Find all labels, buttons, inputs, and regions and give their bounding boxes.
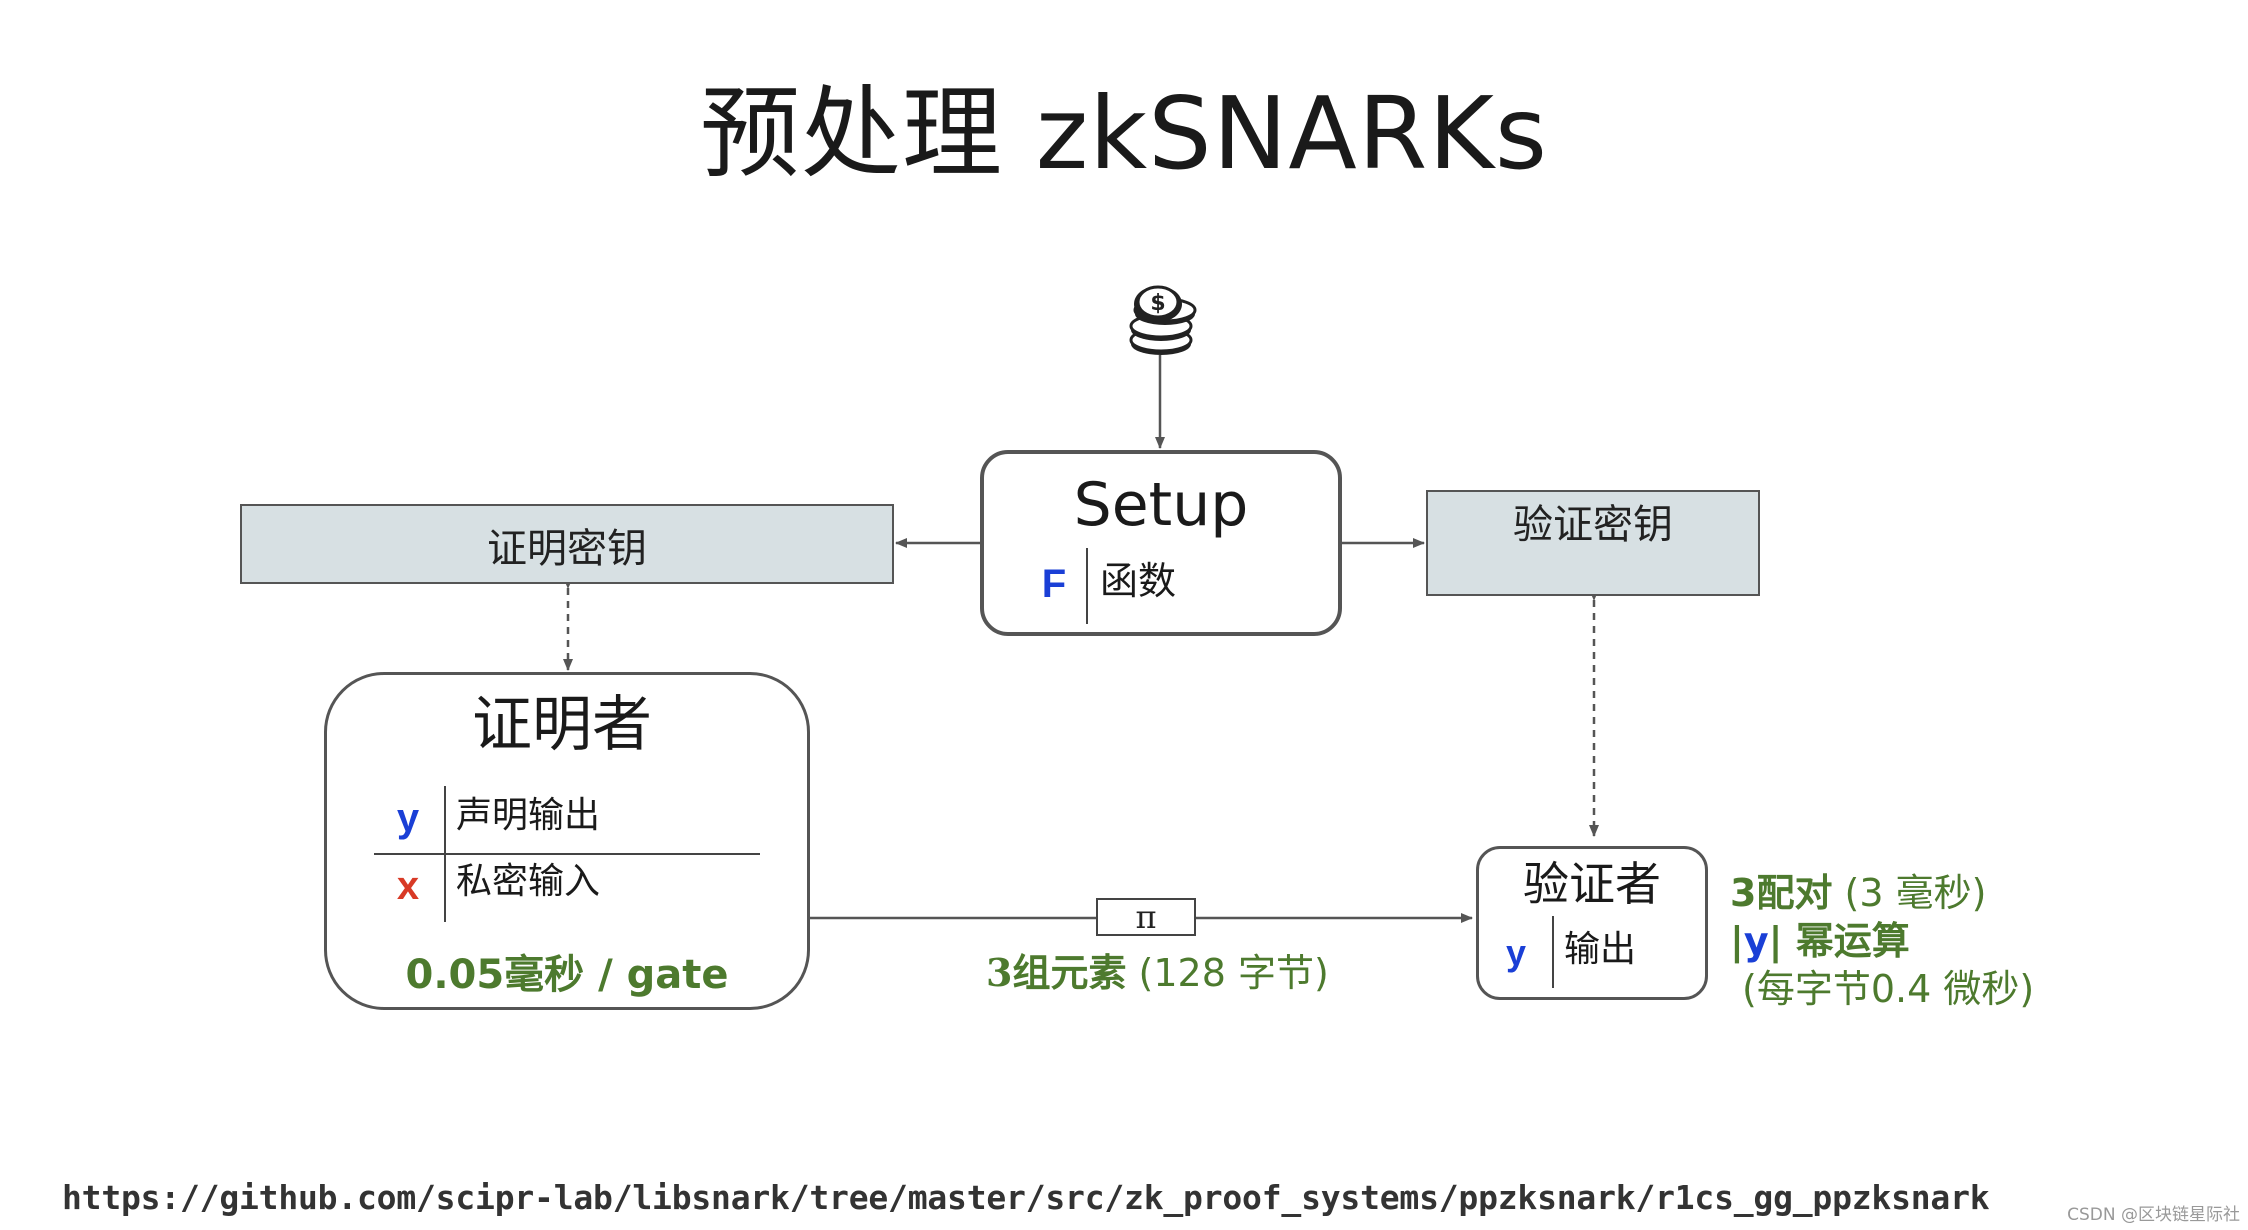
setup-separator [1086,548,1088,624]
setup-variable-label: 函数 [1100,559,1177,603]
prover-output-label: 声明输出 [456,795,601,836]
proof-symbol-box: π [1096,898,1196,936]
verifier-cost-var: y [1743,919,1769,963]
proof-size-bold: 3组元素 [986,950,1127,995]
verifier-cost-bar-right: | [1768,919,1783,963]
verifier-cost-pairings: 3配对 [1730,871,1833,915]
prover-input-label: 私密输入 [456,861,601,902]
proving-key-label: 证明密钥 [487,526,647,572]
verifier-cost-pairings-time: (3 毫秒) [1832,871,1987,915]
prover-output-variable: y [396,796,420,840]
setup-title: Setup [1073,470,1249,540]
verifier-cost-exponentiations: 幂运算 [1782,919,1910,963]
verifying-key-box: 验证密钥 [1426,490,1760,596]
proof-size: 3组元素 (128 字节) [986,942,1329,997]
prover-row-divider [374,853,760,855]
proof-size-rest: (128 字节) [1126,951,1329,995]
prover-column-divider [444,786,446,922]
verifier-cost-line-2: |y| 幂运算 [1730,910,1910,965]
coins-icon: $ [1122,282,1200,362]
prover-input-variable: x [396,864,420,908]
verifier-variable-label: 输出 [1564,929,1637,970]
proving-key-box: 证明密钥 [240,504,894,584]
watermark: CSDN @区块链星际社 [2067,1205,2240,1225]
prover-title: 证明者 [472,690,652,760]
verifier-cost-line-3: (每字节0.4 微秒) [1742,967,2035,1011]
setup-box [980,450,1342,636]
verifying-key-label: 验证密钥 [1513,502,1673,548]
prover-cost: 0.05毫秒 / gate [405,952,729,998]
verifier-variable: y [1505,932,1527,973]
verifier-separator [1552,916,1554,988]
page-title: 预处理 zkSNARKs [699,75,1549,192]
svg-text:$: $ [1150,291,1165,316]
verifier-title: 验证者 [1523,857,1661,911]
setup-variable: F [1041,562,1067,606]
prover-box [324,672,810,1010]
proof-symbol: π [1135,898,1157,936]
verifier-cost-bar-left: | [1730,919,1744,963]
verifier-box [1476,846,1708,1000]
source-url[interactable]: https://github.com/scipr-lab/libsnark/tr… [62,1178,1990,1217]
verifier-cost-line-1: 3配对 (3 毫秒) [1730,862,1986,917]
